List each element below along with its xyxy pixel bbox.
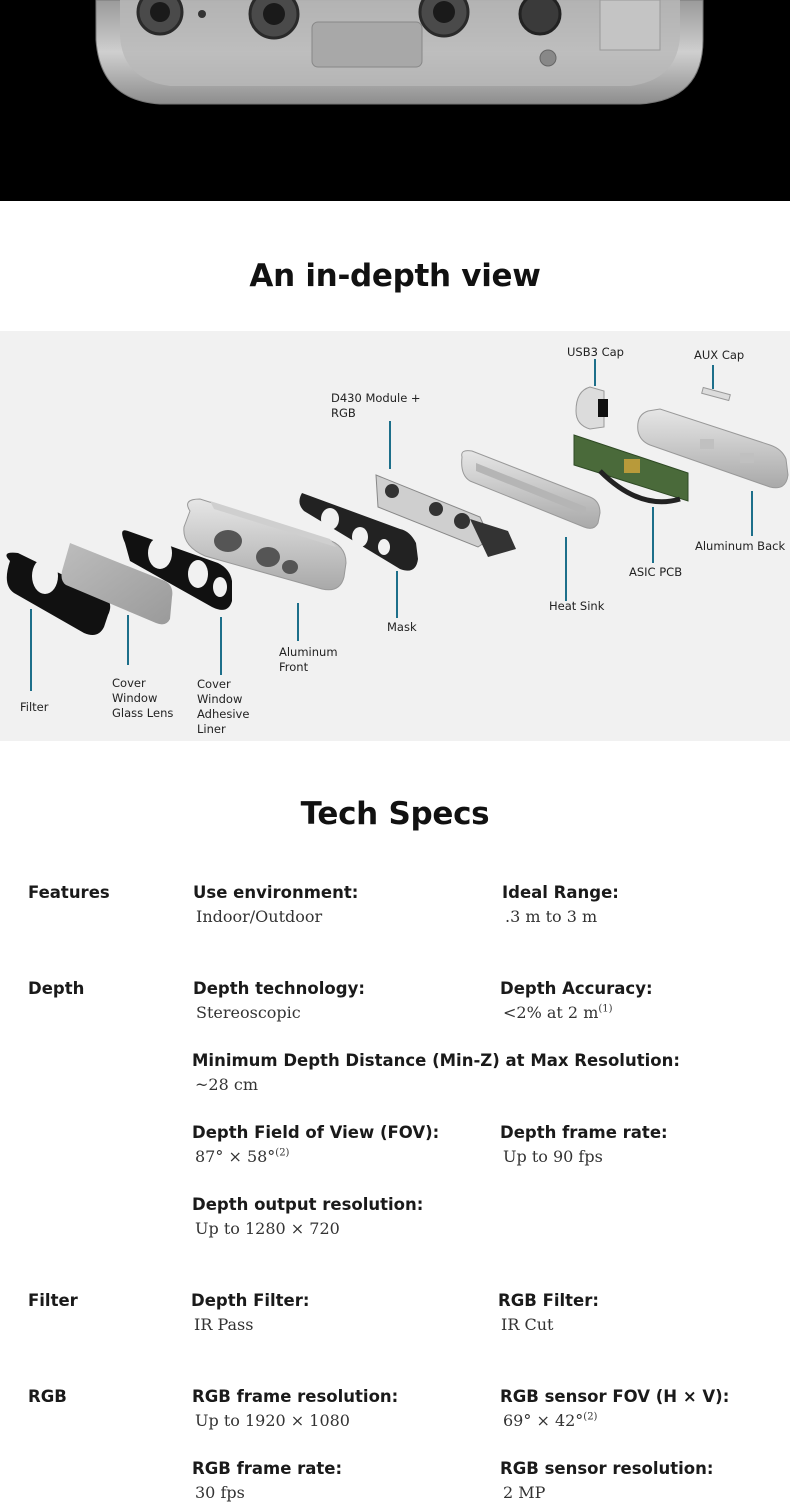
spec-use-environment: Use environment: Indoor/Outdoor (193, 883, 358, 926)
spec-category-rgb: RGB (28, 1387, 67, 1406)
footnote-marker: (1) (598, 1003, 613, 1015)
spec-depth-fov: Depth Field of View (FOV): 87° × 58°(2) (192, 1123, 439, 1166)
filter-label: Filter (20, 700, 49, 714)
asic-pcb-part (573, 434, 689, 505)
spec-value: IR Pass (194, 1315, 254, 1334)
spec-value: <2% at 2 m(1) (500, 1003, 653, 1022)
spec-value: .3 m to 3 m (505, 907, 598, 926)
lens-icon (518, 0, 562, 36)
footnote-marker: (2) (275, 1147, 290, 1159)
spec-value: Up to 1280 × 720 (195, 1219, 340, 1238)
spec-label: Depth technology: (193, 979, 365, 998)
spec-value: 69° × 42°(2) (500, 1411, 729, 1430)
adhesive-liner-part (122, 530, 232, 610)
footnote-marker: (2) (583, 1411, 598, 1423)
usb3-cap-part (575, 386, 608, 430)
spec-value: 2 MP (503, 1483, 546, 1502)
filter-part (6, 552, 111, 635)
aluminum-front-part (183, 498, 347, 591)
spec-label: RGB sensor FOV (H × V): (500, 1387, 730, 1406)
spec-label: RGB frame resolution: (192, 1387, 399, 1406)
spec-depth-output-resolution: Depth output resolution: Up to 1280 × 72… (192, 1195, 423, 1238)
spec-value: 30 fps (195, 1483, 245, 1502)
exploded-parts-illustration (6, 359, 789, 691)
tech-specs-heading: Tech Specs (300, 796, 490, 832)
spec-depth-technology: Depth technology: Stereoscopic (193, 979, 365, 1022)
exploded-view-diagram: USB3 Cap AUX Cap D430 Module + RGB Alumi… (0, 331, 790, 741)
spec-label: Use environment: (193, 883, 359, 902)
spec-label: Depth Field of View (FOV): (192, 1123, 440, 1142)
spec-value-text: 87° × 58° (195, 1147, 276, 1166)
d430-module-part (375, 474, 516, 557)
spec-label: Depth Filter: (191, 1291, 310, 1310)
spec-min-z: Minimum Depth Distance (Min-Z) at Max Re… (192, 1051, 680, 1094)
heat-sink-part (461, 450, 601, 529)
aluminum-front-label: Aluminum Front (279, 645, 338, 674)
spec-value: Indoor/Outdoor (196, 907, 323, 926)
spec-label: Depth Accuracy: (500, 979, 653, 998)
aluminum-back-part (637, 408, 789, 489)
spec-label: RGB Filter: (498, 1291, 599, 1310)
mask-label: Mask (387, 620, 417, 634)
mask-part (299, 493, 418, 571)
spec-label: RGB frame rate: (192, 1459, 343, 1478)
asic-pcb-label: ASIC PCB (629, 565, 683, 579)
spec-rgb-sensor-resolution: RGB sensor resolution: 2 MP (500, 1459, 713, 1502)
spec-value: Up to 1920 × 1080 (195, 1411, 350, 1430)
spec-rgb-sensor-fov: RGB sensor FOV (H × V): 69° × 42°(2) (500, 1387, 729, 1430)
aux-cap-part (701, 386, 731, 402)
spec-category-features: Features (28, 883, 110, 902)
spec-category-filter: Filter (28, 1291, 78, 1310)
camera-illustration (95, 0, 704, 105)
spec-value-text: <2% at 2 m (503, 1003, 599, 1022)
spec-value-text: 69° × 42° (503, 1411, 584, 1430)
spec-rgb-frame-rate: RGB frame rate: 30 fps (192, 1459, 342, 1502)
spec-value: ~28 cm (195, 1075, 258, 1094)
aluminum-back-label: Aluminum Back (695, 539, 786, 553)
spec-label: Ideal Range: (502, 883, 619, 902)
spec-value: Up to 90 fps (503, 1147, 603, 1166)
spec-label: Depth frame rate: (500, 1123, 668, 1142)
hero-camera-image (0, 0, 790, 201)
spec-depth-frame-rate: Depth frame rate: Up to 90 fps (500, 1123, 668, 1166)
cover-glass-part (61, 543, 173, 625)
spec-rgb-frame-resolution: RGB frame resolution: Up to 1920 × 1080 (192, 1387, 398, 1430)
spec-value: 87° × 58°(2) (192, 1147, 439, 1166)
spec-value: IR Cut (501, 1315, 554, 1334)
spec-label: Minimum Depth Distance (Min-Z) at Max Re… (192, 1051, 680, 1070)
leader-lines (30, 359, 753, 691)
aux-cap-label: AUX Cap (694, 348, 745, 362)
spec-depth-accuracy: Depth Accuracy: <2% at 2 m(1) (500, 979, 653, 1022)
spec-depth-filter: Depth Filter: IR Pass (191, 1291, 309, 1334)
spec-label: Depth output resolution: (192, 1195, 424, 1214)
spec-value: Stereoscopic (196, 1003, 301, 1022)
cover-window-glass-label: Cover Window Glass Lens (112, 676, 174, 720)
spec-label: RGB sensor resolution: (500, 1459, 714, 1478)
heat-sink-label: Heat Sink (549, 599, 605, 613)
in-depth-view-heading: An in-depth view (249, 258, 541, 294)
spec-rgb-filter: RGB Filter: IR Cut (498, 1291, 599, 1334)
d430-module-label: D430 Module + RGB (331, 391, 421, 420)
cover-window-adhesive-label: Cover Window Adhesive Liner (197, 677, 250, 736)
spec-ideal-range: Ideal Range: .3 m to 3 m (502, 883, 619, 926)
spec-category-depth: Depth (28, 979, 85, 998)
usb3-cap-label: USB3 Cap (567, 345, 624, 359)
